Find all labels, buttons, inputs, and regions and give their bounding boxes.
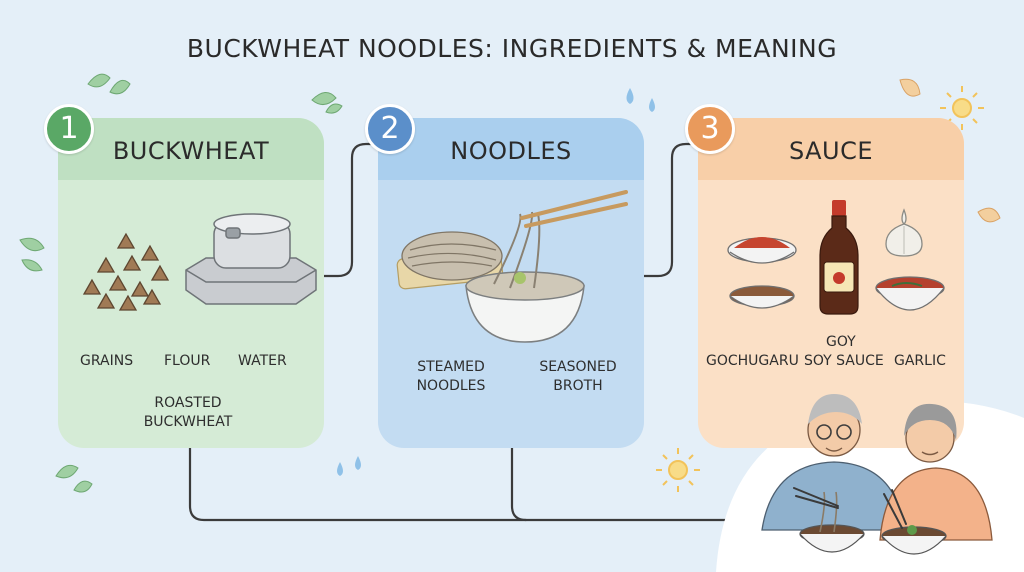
label-gochugaru: GOCHUGARU (706, 353, 799, 369)
buckwheat-grains-icon (82, 232, 170, 311)
grandfather-icon (761, 394, 905, 531)
label-flour: FLOUR (164, 353, 211, 369)
garlic-icon (885, 208, 923, 257)
label-grains: GRAINS (80, 353, 134, 369)
step-badge-3: 3 (685, 104, 735, 154)
sun-icon (940, 86, 984, 130)
noodle-bowl-icon (793, 487, 865, 553)
leaf-icon (899, 78, 1001, 223)
leaf-icon (55, 464, 93, 493)
flow-connector (188, 142, 926, 522)
label-steamed-noodles: STEAMED NOODLES (416, 359, 486, 394)
step-badge-2: 2 (365, 104, 415, 154)
sun-icon (656, 448, 700, 492)
leaf-icon (87, 73, 131, 95)
noodle-bowl-icon (465, 190, 628, 343)
steamed-noodles-icon (396, 231, 504, 290)
label-goy: GOY (826, 334, 856, 350)
card-heading: SAUCE (698, 118, 964, 180)
label-garlic: GARLIC (894, 353, 946, 369)
page-title: BUCKWHEAT NOODLES: INGREDIENTS & MEANING (186, 34, 838, 63)
leaf-icon (311, 92, 343, 114)
label-roasted-buckwheat: ROASTED BUCKWHEAT (143, 395, 233, 430)
label-seasoned-broth: SEASONED BROTH (539, 359, 617, 394)
step-badge-1: 1 (44, 104, 94, 154)
card-heading: BUCKWHEAT (58, 118, 324, 180)
grandmother-icon (879, 403, 993, 541)
water-drop-icon (337, 88, 655, 476)
stone-mill-icon (185, 213, 317, 305)
gochugaru-dish-icon (727, 237, 797, 264)
leaf-icon (19, 237, 45, 272)
label-water: WATER (238, 353, 287, 369)
soy-sauce-bottle-icon (819, 200, 859, 315)
broth-bowl-icon (875, 276, 945, 311)
noodle-bowl-icon (881, 489, 947, 555)
card-heading: NOODLES (378, 118, 644, 180)
label-soy-sauce: SOY SAUCE (804, 353, 884, 369)
sauce-dish-icon (729, 285, 795, 309)
